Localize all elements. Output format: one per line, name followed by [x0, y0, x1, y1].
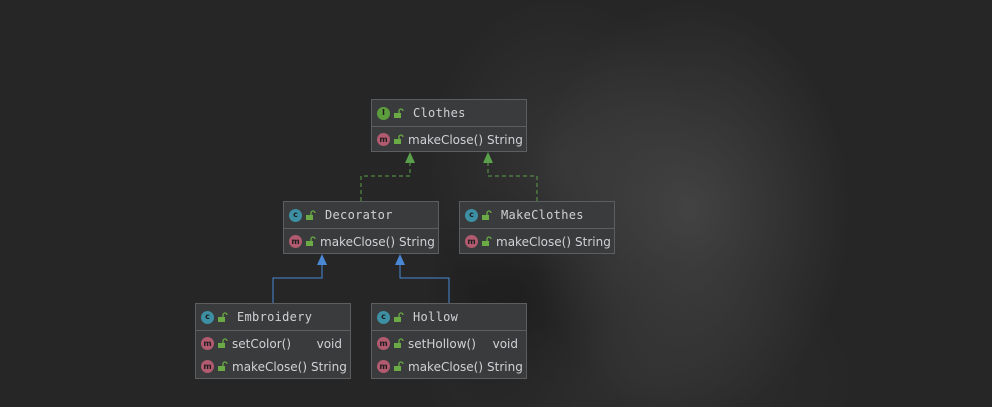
- method-name: makeClose(): [320, 234, 395, 249]
- lock-open-icon: [482, 236, 492, 246]
- class-icon: c: [465, 208, 478, 222]
- node-title: Clothes: [413, 106, 466, 120]
- class-makeclothes[interactable]: c MakeClothes m makeClose() String: [459, 201, 615, 254]
- lock-open-icon: [218, 311, 228, 322]
- method-row[interactable]: m setColor() void: [196, 332, 350, 355]
- lock-open-icon: [218, 338, 228, 348]
- method-icon: m: [377, 360, 390, 373]
- node-title: Decorator: [325, 208, 393, 222]
- method-name: setHollow(): [408, 336, 476, 351]
- lock-open-icon: [218, 361, 228, 371]
- node-header: c Hollow: [372, 304, 526, 331]
- lock-open-icon: [306, 209, 316, 220]
- edge-decorator-clothes: [360, 163, 411, 201]
- node-header: I Clothes: [372, 100, 526, 127]
- method-icon: m: [201, 360, 214, 373]
- method-return-type: String: [399, 234, 435, 249]
- lock-open-icon: [482, 209, 492, 220]
- class-decorator[interactable]: c Decorator m makeClose() String: [283, 201, 439, 254]
- arrow-head-decorator-left: [317, 254, 327, 265]
- arrow-head-decorator-right: [395, 254, 405, 265]
- method-name: makeClose(): [232, 359, 307, 374]
- method-return-type: String: [487, 359, 523, 374]
- lock-open-icon: [394, 338, 404, 348]
- method-name: makeClose(): [496, 234, 571, 249]
- method-name: setColor(): [232, 336, 292, 351]
- method-row[interactable]: m setHollow() void: [372, 332, 526, 355]
- method-row[interactable]: m makeClose() String: [284, 230, 438, 253]
- method-name: makeClose(): [408, 132, 483, 147]
- class-icon: c: [377, 310, 390, 324]
- method-row[interactable]: m makeClose() String: [372, 128, 526, 151]
- node-header: c Decorator: [284, 202, 438, 229]
- method-return-type: String: [311, 359, 347, 374]
- class-embroidery[interactable]: c Embroidery m setColor() void m makeClo…: [195, 303, 351, 379]
- interface-clothes[interactable]: I Clothes m makeClose() String: [371, 99, 527, 152]
- method-icon: m: [377, 337, 390, 350]
- method-row[interactable]: m makeClose() String: [196, 355, 350, 378]
- method-icon: m: [289, 235, 302, 248]
- lock-open-icon: [394, 311, 404, 322]
- edge-embroidery-decorator: [272, 265, 323, 303]
- method-name: makeClose(): [408, 359, 483, 374]
- node-title: MakeClothes: [501, 208, 584, 222]
- class-icon: c: [289, 208, 302, 222]
- arrow-head-clothes-left: [405, 152, 415, 163]
- edge-makeclothes-clothes: [487, 163, 538, 201]
- edge-hollow-decorator: [399, 265, 450, 303]
- node-title: Embroidery: [237, 310, 313, 324]
- node-header: c MakeClothes: [460, 202, 614, 229]
- method-return-type: void: [492, 336, 518, 351]
- arrow-head-clothes-right: [483, 152, 493, 163]
- method-row[interactable]: m makeClose() String: [460, 230, 614, 253]
- node-header: c Embroidery: [196, 304, 350, 331]
- method-icon: m: [377, 133, 390, 146]
- lock-open-icon: [306, 236, 316, 246]
- class-icon: c: [201, 310, 214, 324]
- method-icon: m: [201, 337, 214, 350]
- method-return-type: String: [487, 132, 523, 147]
- class-hollow[interactable]: c Hollow m setHollow() void m makeClose(…: [371, 303, 527, 379]
- method-icon: m: [465, 235, 478, 248]
- node-title: Hollow: [413, 310, 459, 324]
- lock-open-icon: [394, 134, 404, 144]
- lock-open-icon: [394, 107, 404, 118]
- lock-open-icon: [394, 361, 404, 371]
- method-return-type: void: [316, 336, 342, 351]
- interface-icon: I: [377, 106, 390, 120]
- method-return-type: String: [575, 234, 611, 249]
- method-row[interactable]: m makeClose() String: [372, 355, 526, 378]
